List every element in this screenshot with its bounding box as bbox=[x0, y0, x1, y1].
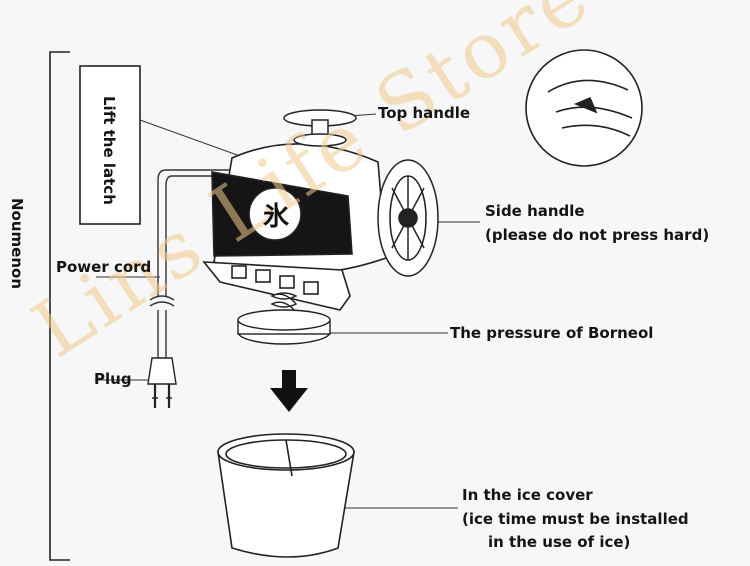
body-emblem: 氷 bbox=[263, 202, 290, 232]
noumenon-bracket bbox=[49, 51, 70, 561]
plug-drawing bbox=[147, 357, 177, 408]
pressure-label: The pressure of Borneol bbox=[450, 324, 654, 342]
ice-cover-note-line2: in the use of ice) bbox=[488, 533, 631, 551]
power-cord-label: Power cord bbox=[56, 258, 152, 276]
lift-latch-box bbox=[79, 65, 141, 225]
top-handle-label: Top handle bbox=[378, 104, 471, 122]
side-handle-label: Side handle bbox=[485, 202, 585, 220]
side-handle-note: (please do not press hard) bbox=[485, 226, 710, 244]
plug-label: Plug bbox=[94, 370, 132, 388]
side-handle-drawing bbox=[377, 159, 439, 277]
ice-cup-drawing bbox=[217, 433, 355, 558]
ice-cover-label: In the ice cover bbox=[462, 486, 593, 504]
lift-latch-label: Lift the latch bbox=[100, 96, 118, 205]
top-handle-drawing bbox=[283, 109, 357, 147]
latch-detail-circle bbox=[525, 49, 643, 167]
power-cord bbox=[149, 169, 236, 360]
pressure-plate-drawing bbox=[237, 292, 331, 345]
noumenon-label: Noumenon bbox=[8, 198, 26, 290]
down-arrow bbox=[270, 370, 308, 412]
ice-cover-note-line1: (ice time must be installed bbox=[462, 510, 689, 528]
machine-body bbox=[202, 143, 387, 311]
